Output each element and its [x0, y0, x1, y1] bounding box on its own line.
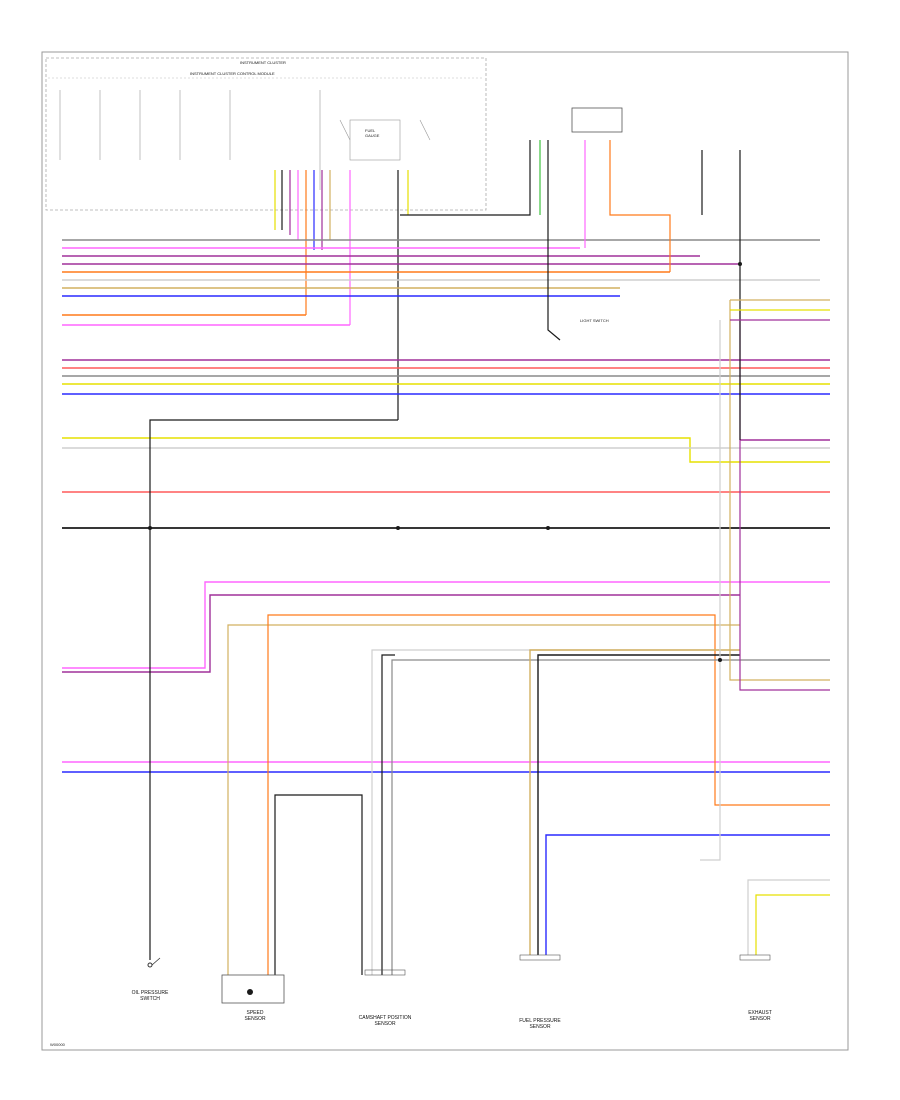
exhaust-connector [739, 954, 771, 961]
cluster-subtitle: INSTRUMENT CLUSTER CONTROL MODULE [190, 71, 275, 76]
ground-wire [149, 419, 398, 960]
speed-sensor-label: SPEED SENSOR [244, 1010, 266, 1022]
fuel-sensor-wires [529, 649, 830, 955]
top-sensor-wires [400, 140, 830, 440]
cluster-title: INSTRUMENT CLUSTER [240, 60, 286, 65]
fuel-pressure-sensor-label: FUEL PRESSURE SENSOR [519, 1018, 561, 1030]
footer-code: W00000 [50, 1042, 65, 1047]
light-switch-label: LIGHT SWITCH [580, 318, 609, 323]
fuel-connector [519, 954, 561, 961]
diagram-border [41, 51, 849, 1051]
exhaust-sensor-wires [700, 300, 830, 955]
camshaft-sensor-label: CAMSHAFT POSITION SENSOR [358, 1015, 412, 1027]
exhaust-sensor-label: EXHAUST SENSOR [748, 1010, 772, 1022]
bus-line [62, 437, 830, 463]
top-module [571, 107, 623, 133]
bus-line [62, 581, 830, 669]
cluster-internal-components [59, 90, 431, 190]
fuel-gauge-label: FUEL GAUGE [365, 128, 380, 138]
oil-switch-contact [147, 962, 153, 968]
splice-points [148, 262, 742, 662]
speed-sensor-element [247, 989, 253, 995]
oil-pressure-switch-label: OIL PRESSURE SWITCH [131, 990, 169, 1002]
cluster-drop-wires [274, 170, 409, 420]
speed-sensor-wires [227, 614, 830, 975]
camshaft-connector [364, 969, 406, 976]
speed-sensor-box [221, 974, 285, 1004]
harness-bus [62, 239, 830, 773]
instrument-cluster-box [45, 57, 487, 211]
bus-line [62, 594, 740, 673]
camshaft-sensor-wires [371, 649, 830, 975]
